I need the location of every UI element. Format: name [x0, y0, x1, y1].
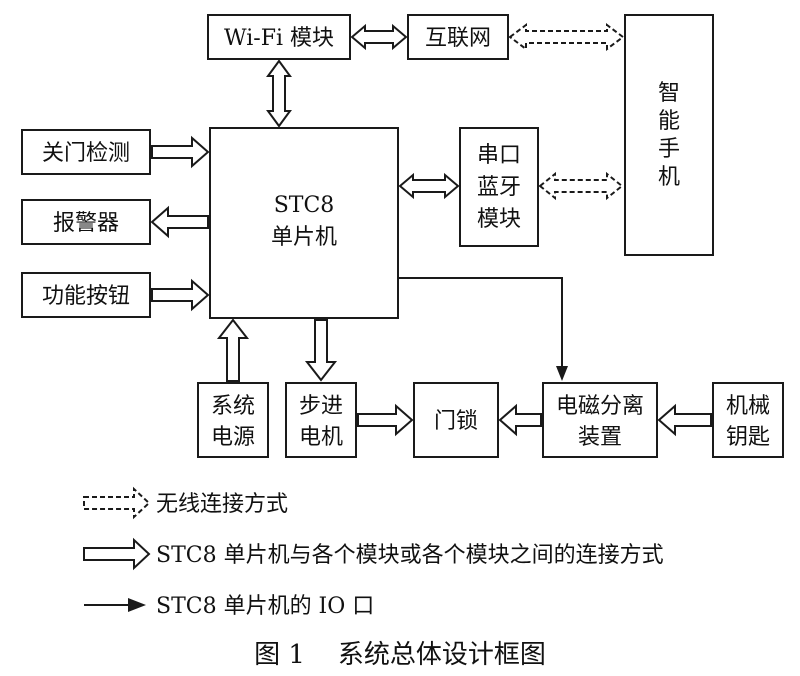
mcu-to-stepper-arrow: [304, 319, 338, 382]
smartphone-label-2: 能: [658, 109, 680, 134]
stepper-motor-label-1: 步进: [299, 394, 343, 419]
em-separation-label-1: 电磁分离: [556, 394, 644, 419]
smartphone-label-4: 机: [658, 165, 680, 190]
legend-wireless-label: 无线连接方式: [156, 492, 288, 517]
legend: 无线连接方式 STC8 单片机与各个模块或各个模块之间的连接方式 STC8 单片…: [83, 486, 664, 619]
function-button-to-mcu-arrow: [151, 278, 210, 312]
internet-label: 互联网: [425, 26, 491, 51]
key-to-em-arrow: [657, 403, 712, 437]
smartphone-label-1: 智: [658, 81, 680, 106]
alarm-label: 报警器: [53, 211, 119, 236]
door-lock-block: 门锁: [413, 382, 499, 458]
door-detect-to-mcu-arrow: [151, 135, 210, 169]
stepper-motor-block: 步进 电机: [285, 382, 357, 458]
door-lock-label: 门锁: [434, 409, 478, 434]
door-detect-label: 关门检测: [42, 141, 130, 166]
alarm-block: 报警器: [21, 199, 151, 245]
function-button-block: 功能按钮: [21, 272, 151, 318]
em-separation-block: 电磁分离 装置: [542, 382, 658, 458]
bluetooth-label-3: 模块: [477, 207, 521, 232]
mechanical-key-label-2: 钥匙: [726, 425, 770, 450]
wifi-internet-arrow: [350, 23, 408, 51]
figure-caption: 图 1 系统总体设计框图: [254, 640, 546, 670]
system-power-label-2: 电源: [211, 425, 255, 450]
stepper-to-lock-arrow: [357, 403, 414, 437]
bluetooth-phone-wireless-arrow: [538, 171, 624, 201]
mcu-label-2: 单片机: [271, 225, 337, 250]
mcu-label-1: STC8: [274, 193, 335, 218]
mcu-block: STC8 单片机: [209, 127, 399, 319]
system-power-block: 系统 电源: [197, 382, 269, 458]
internet-block: 互联网: [407, 14, 509, 60]
bluetooth-label-2: 蓝牙: [477, 175, 521, 200]
mcu-to-alarm-arrow: [150, 205, 209, 239]
mcu-io-line: [398, 277, 568, 381]
legend-module-arrow: [83, 537, 151, 571]
mechanical-key-label-1: 机械: [726, 394, 770, 419]
legend-io-arrowhead: [128, 598, 146, 612]
em-separation-label-2: 装置: [578, 425, 622, 450]
wifi-module-label: Wi-Fi 模块: [224, 26, 334, 51]
legend-io-label: STC8 单片机的 IO 口: [156, 594, 374, 619]
legend-module-label: STC8 单片机与各个模块或各个模块之间的连接方式: [156, 543, 664, 568]
door-detect-block: 关门检测: [21, 129, 151, 175]
mcu-bluetooth-arrow: [398, 172, 460, 200]
smartphone-block: 智 能 手 机: [624, 14, 714, 256]
legend-wireless-arrow: [83, 486, 151, 520]
wifi-mcu-arrow: [266, 59, 292, 128]
bluetooth-module-block: 串口 蓝牙 模块: [459, 127, 539, 247]
bluetooth-label-1: 串口: [477, 143, 521, 168]
smartphone-label-3: 手: [658, 137, 680, 162]
internet-phone-wireless-arrow: [508, 23, 625, 51]
function-button-label: 功能按钮: [42, 284, 130, 309]
mechanical-key-block: 机械 钥匙: [712, 382, 784, 458]
stepper-motor-label-2: 电机: [299, 425, 343, 450]
system-power-label-1: 系统: [211, 394, 255, 419]
power-to-mcu-arrow: [216, 318, 250, 382]
em-to-lock-arrow: [498, 403, 542, 437]
wifi-module-block: Wi-Fi 模块: [207, 14, 351, 60]
